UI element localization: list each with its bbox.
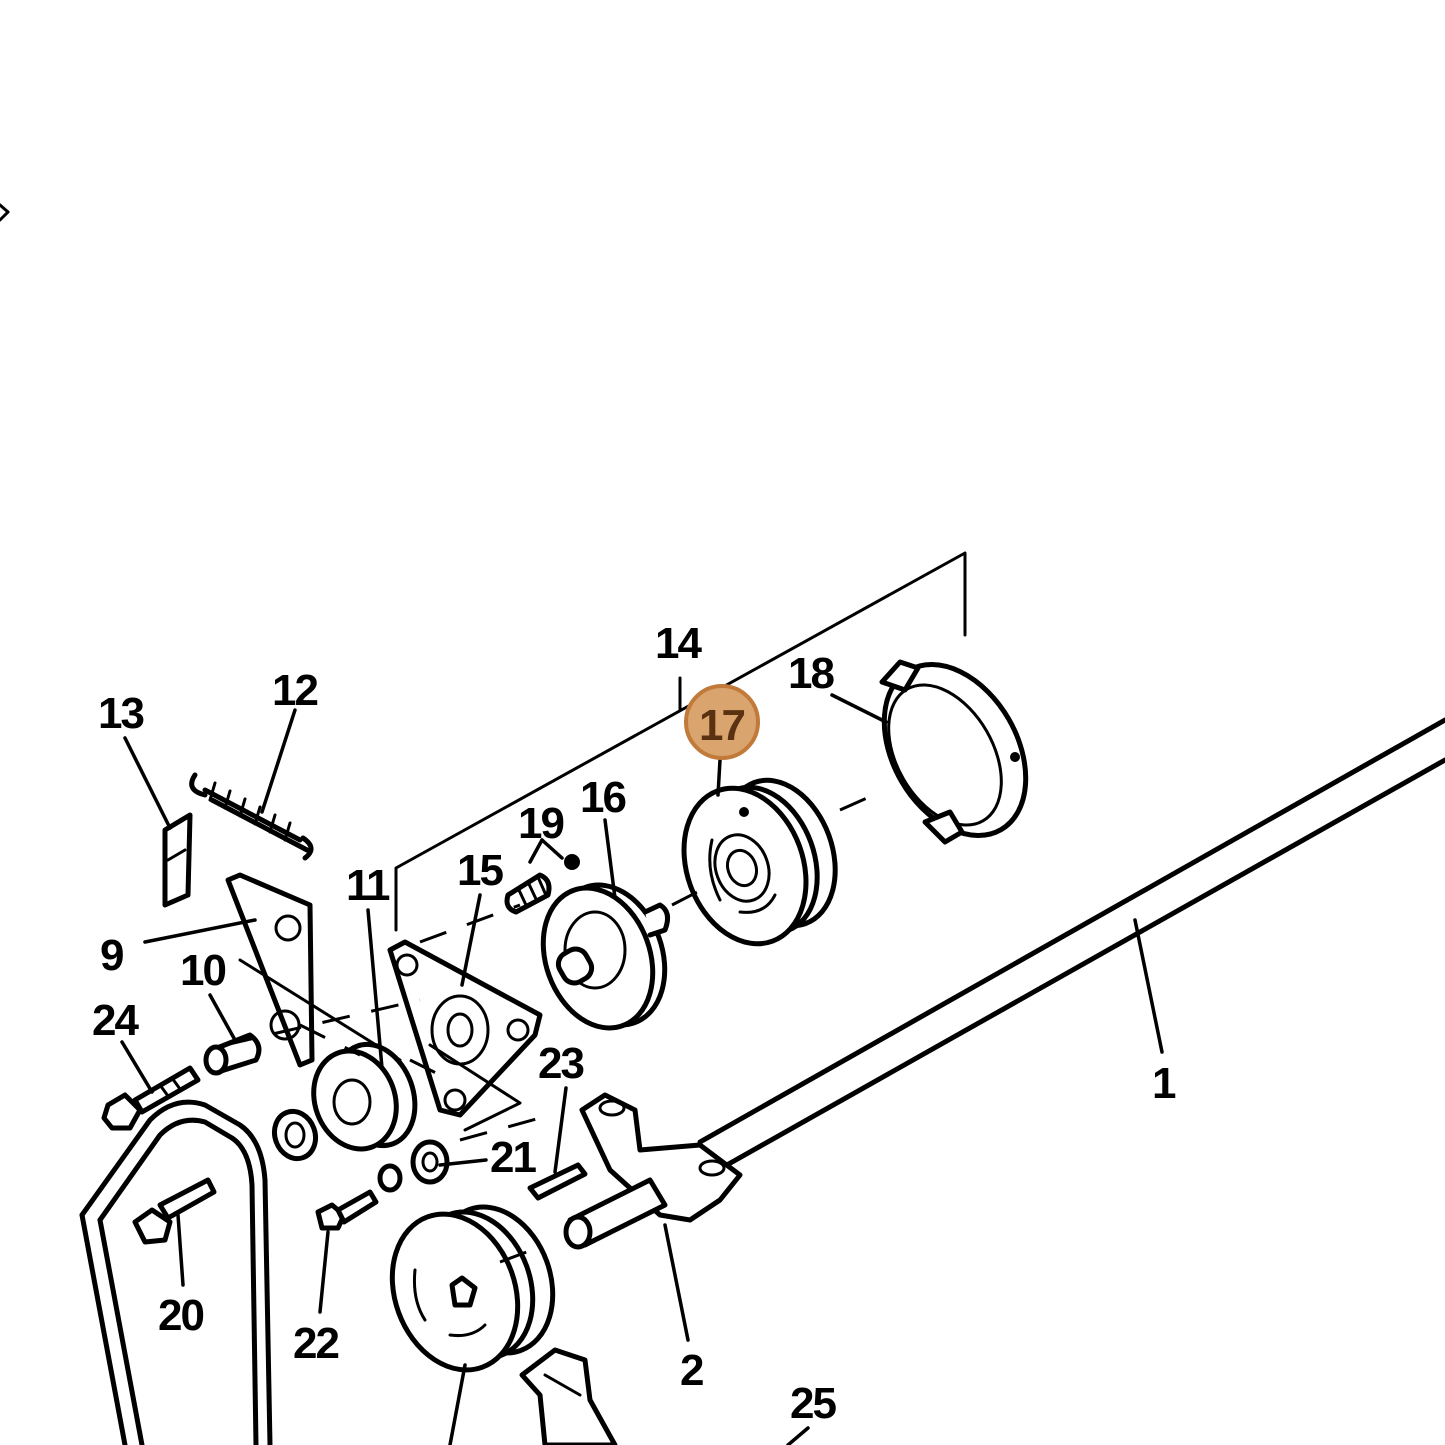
washer-part: [271, 1108, 319, 1162]
spring-part-12: [189, 772, 314, 861]
bushing-part-10: [203, 1032, 262, 1076]
leader-lines: [120, 693, 1164, 1445]
callout-20: 20: [158, 1291, 203, 1340]
callout-13: 13: [98, 689, 143, 738]
drive-pulley-part: [389, 1204, 556, 1373]
callout-12: 12: [272, 666, 317, 715]
bearing-housing-part-2: [563, 1092, 743, 1250]
callout-labels: 1 2 9 10 11 12 13 14 15 16 18 19 20 21 2…: [92, 619, 1178, 1428]
cover-cap-part: [879, 659, 1029, 845]
bracket-part-25: [519, 1347, 618, 1445]
pulley-part-17: [681, 777, 838, 947]
callout-22: 22: [293, 1319, 338, 1368]
callout-17: 17: [699, 701, 744, 750]
assembly-bracket: [394, 551, 967, 932]
callout-19: 19: [518, 799, 563, 848]
idler-pulley-part-11: [311, 1041, 418, 1152]
key-part-23: [527, 1162, 588, 1201]
spring-part-19: [504, 854, 580, 915]
callout-14: 14: [655, 619, 702, 668]
highlight-marker: [684, 684, 760, 760]
belt-part-20: [79, 1099, 273, 1445]
callout-23: 23: [538, 1039, 583, 1088]
spacer-part-21: [377, 1139, 450, 1193]
callout-2: 2: [680, 1346, 703, 1395]
pin-part-13: [162, 812, 193, 908]
bolt-part-24: [101, 1065, 201, 1131]
callout-24: 24: [92, 996, 139, 1045]
callout-25: 25: [790, 1379, 836, 1428]
shaft-part: [697, 717, 1445, 1173]
idler-pulley-part-16: [540, 882, 671, 1031]
highlighted-callout-17[interactable]: 17: [684, 684, 760, 760]
callout-1: 1: [1152, 1059, 1176, 1108]
callout-9: 9: [100, 931, 123, 980]
screw-part-22: [315, 1189, 379, 1231]
callout-15: 15: [457, 846, 503, 895]
callout-11: 11: [346, 861, 390, 910]
callout-21: 21: [490, 1133, 536, 1182]
callout-10: 10: [180, 946, 225, 995]
plate-bracket-part-15: [387, 939, 543, 1132]
callout-16: 16: [580, 773, 625, 822]
assembly-center-lines: [224, 788, 886, 1264]
callout-18: 18: [788, 649, 834, 698]
edge-mark: [0, 203, 10, 222]
